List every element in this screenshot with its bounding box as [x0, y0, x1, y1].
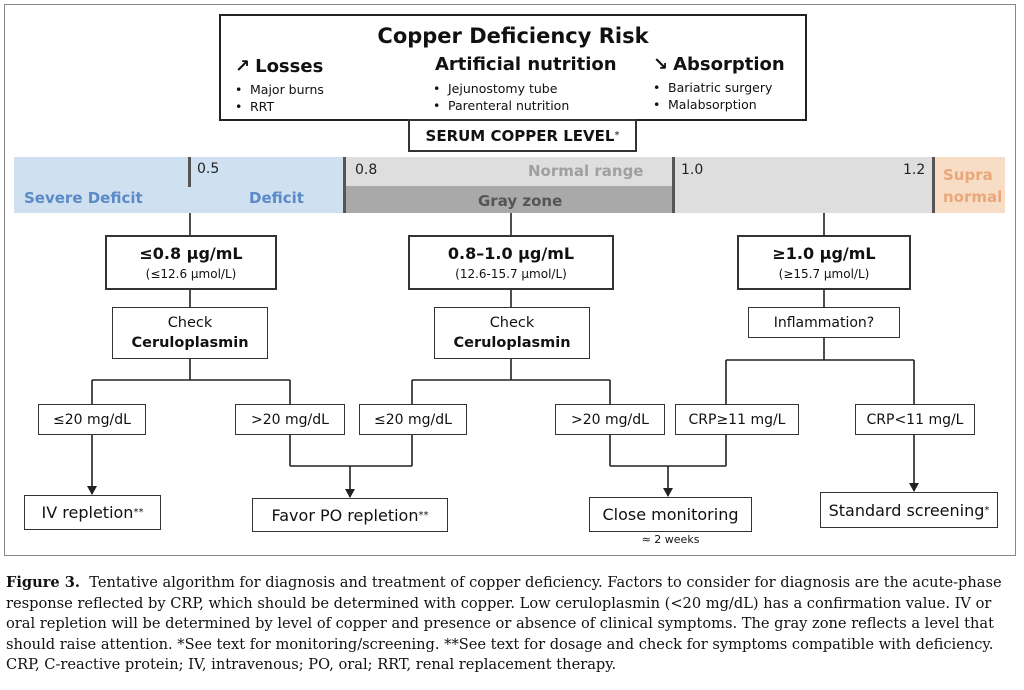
condition-box: >20 mg/dL	[555, 404, 665, 435]
level-sub: (12.6-15.7 µmol/L)	[455, 267, 567, 281]
gray-zone-band	[346, 186, 673, 213]
level-box-high: ≥1.0 µg/mL (≥15.7 µmol/L)	[737, 235, 911, 290]
normal-range-label: Normal range	[528, 162, 644, 180]
artificial-item: •Parenteral nutrition	[433, 98, 570, 113]
arrow-up-right-icon: ↗	[235, 56, 251, 77]
iv-repletion-box: IV repletion**	[24, 495, 161, 530]
tick-label: 1.0	[681, 162, 704, 178]
serum-label: SERUM COPPER LEVEL	[425, 126, 615, 145]
tick-divider	[932, 157, 935, 213]
absorption-label: Absorption	[673, 54, 785, 75]
absorption-heading: ↘Absorption	[653, 54, 785, 75]
inflammation-box: Inflammation?	[748, 307, 900, 338]
po-repletion-box: Favor PO repletion**	[252, 498, 448, 532]
losses-item: •Major burns	[235, 82, 324, 97]
deficit-band	[14, 157, 344, 213]
monitoring-note: ≈ 2 weeks	[641, 533, 700, 546]
tick-divider	[343, 157, 346, 213]
caption-text: Tentative algorithm for diagnosis and tr…	[6, 574, 1002, 674]
losses-label: Losses	[255, 56, 324, 77]
close-monitoring-box: Close monitoring	[589, 497, 752, 532]
condition-box: ≤20 mg/dL	[359, 404, 467, 435]
level-main: ≤0.8 µg/mL	[139, 244, 243, 263]
losses-item: •RRT	[235, 99, 275, 114]
standard-screening-box: Standard screening*	[820, 492, 998, 528]
level-sub: (≤12.6 µmol/L)	[145, 267, 237, 281]
risk-title: Copper Deficiency Risk	[377, 24, 649, 48]
severe-deficit-label: Severe Deficit	[24, 189, 143, 207]
check-ceruloplasmin-box: Check Ceruloplasmin	[434, 307, 590, 359]
tick-divider	[188, 157, 191, 187]
supra-band	[935, 157, 1005, 213]
absorption-item: •Bariatric surgery	[653, 80, 773, 95]
artificial-item: •Jejunostomy tube	[433, 81, 558, 96]
figure-caption: Figure 3. Tentative algorithm for diagno…	[6, 573, 1018, 676]
condition-box: CRP<11 mg/L	[855, 404, 975, 435]
artificial-heading: Artificial nutrition	[435, 54, 617, 75]
losses-heading: ↗Losses	[235, 56, 323, 77]
level-box-mid: 0.8–1.0 µg/mL (12.6-15.7 µmol/L)	[408, 235, 614, 290]
level-main: 0.8–1.0 µg/mL	[447, 244, 575, 263]
level-sub: (≥15.7 µmol/L)	[778, 267, 870, 281]
risk-factors-box: Copper Deficiency Risk ↗Losses •Major bu…	[219, 14, 807, 121]
condition-box: CRP≥11 mg/L	[675, 404, 799, 435]
tick-label: 0.5	[197, 161, 220, 177]
arrow-down-right-icon: ↘	[653, 54, 669, 75]
deficit-label: Deficit	[249, 189, 304, 207]
serum-copper-box: SERUM COPPER LEVEL*	[408, 119, 637, 152]
condition-box: >20 mg/dL	[235, 404, 345, 435]
tick-label: 0.8	[355, 162, 378, 178]
check-ceruloplasmin-box: Check Ceruloplasmin	[112, 307, 268, 359]
tick-label: 1.2	[903, 162, 926, 178]
condition-box: ≤20 mg/dL	[38, 404, 146, 435]
gray-zone-label: Gray zone	[478, 192, 563, 210]
tick-divider	[672, 157, 675, 213]
level-main: ≥1.0 µg/mL	[772, 244, 876, 263]
level-box-low: ≤0.8 µg/mL (≤12.6 µmol/L)	[105, 235, 277, 290]
serum-mark: *	[614, 130, 620, 141]
absorption-item: •Malabsorption	[653, 97, 757, 112]
figure-label: Figure 3.	[6, 574, 81, 591]
